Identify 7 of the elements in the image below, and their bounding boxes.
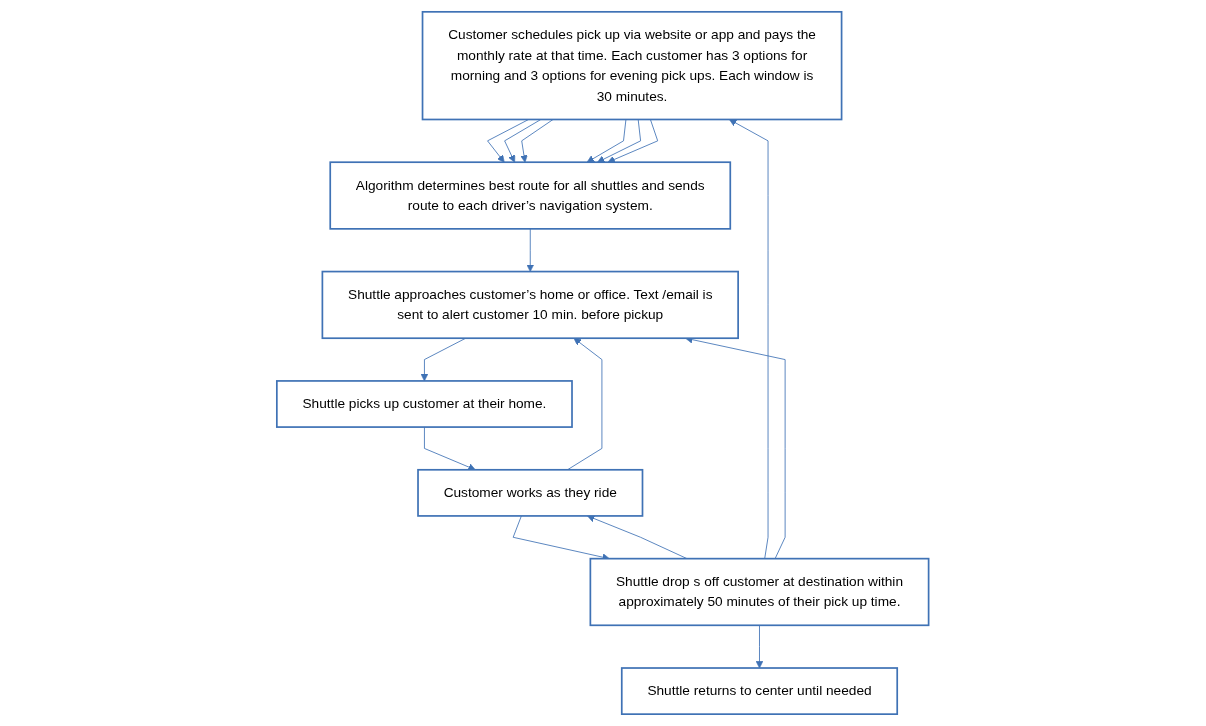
node-box: Customer schedules pick up via website or app and pays the monthly rate at that time. Each customer has 3 options for morning and 3 options for evening pick ups. Each window is 30 minutes. <box>421 11 843 121</box>
node-box: Shuttle approaches customer’s home or office. Text /email is sent to alert customer 10 min. before pickup <box>321 270 740 340</box>
node-box: Shuttle picks up customer at their home. <box>276 380 574 428</box>
node-box: Customer works as they ride <box>417 468 644 517</box>
node-box: Algorithm determines best route for all shuttles and sends route to each driver’s navigation system. <box>329 161 732 230</box>
node-box: Shuttle returns to center until needed <box>621 667 899 715</box>
node-box: Shuttle drop s off customer at destination within approximately 50 minutes of their pick up time. <box>589 557 930 627</box>
